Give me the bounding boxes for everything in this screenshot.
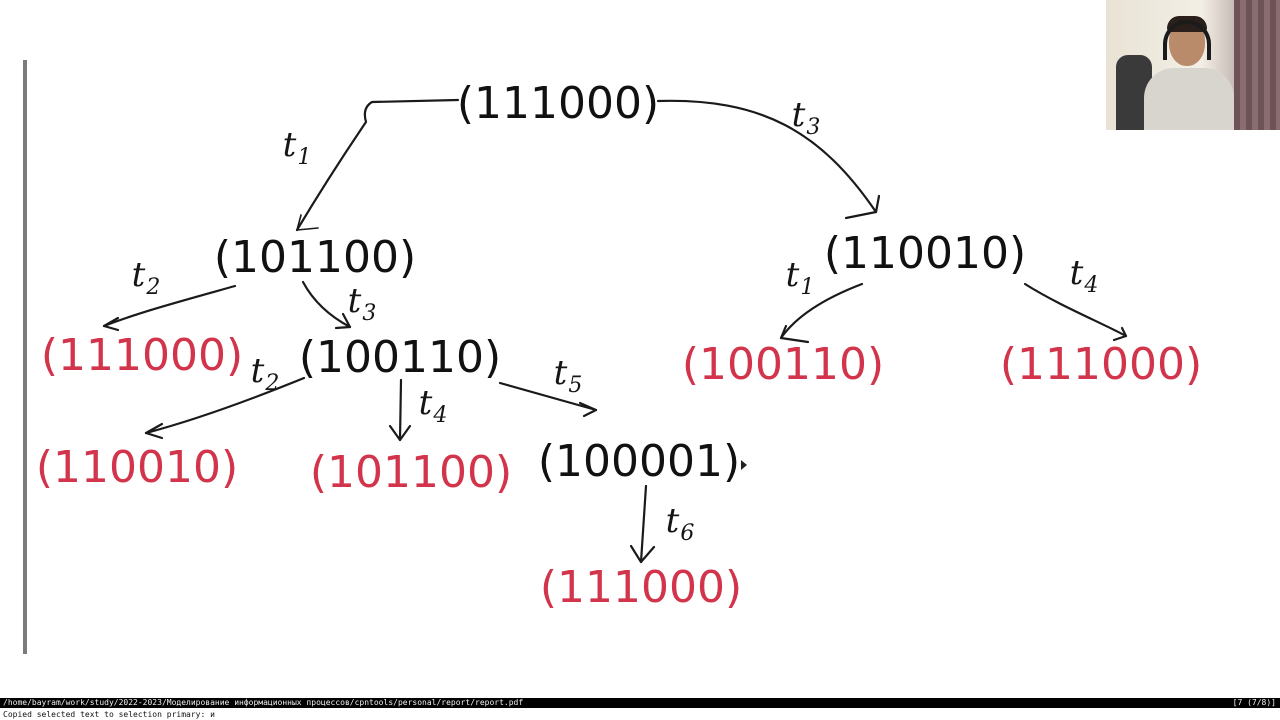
edge-101100-to-111000 — [102, 284, 237, 328]
edge-label-t4: t4 — [1069, 253, 1099, 298]
leaf-111000: (111000) — [999, 339, 1203, 390]
edge-100110-to-101100 — [398, 378, 403, 442]
leaf-101100: (101100) — [309, 447, 513, 498]
command-message: Copied selected text to selection primar… — [3, 710, 215, 719]
node-110010: (110010) — [823, 228, 1027, 279]
person-shirt — [1144, 68, 1234, 130]
leaf-100110: (100110) — [681, 339, 885, 390]
edge-label-t1: t1 — [785, 255, 815, 300]
edge-label-t3: t3 — [347, 281, 377, 326]
arrowhead — [629, 544, 656, 564]
edge-110010-to-100110 — [779, 282, 864, 340]
node-100110: (100110) — [298, 332, 502, 383]
file-path: /home/bayram/work/study/2022-2023/Модели… — [3, 698, 524, 707]
leaf-111000: (111000) — [40, 330, 244, 381]
webcam-overlay — [1106, 0, 1280, 130]
node-root: (111000) — [456, 78, 660, 129]
edge-label-t3: t3 — [791, 95, 821, 140]
arrowhead — [334, 312, 352, 330]
arrowhead — [102, 316, 120, 332]
edge-110010-to-111000 — [1023, 282, 1128, 338]
page-indicator: [7 (7/8)] — [1232, 698, 1276, 707]
edge-label-t1: t1 — [282, 125, 312, 170]
edge-100110-to-110010 — [144, 376, 306, 435]
arrowhead — [388, 424, 412, 442]
edge-100110-to-100001 — [498, 381, 598, 412]
arrowhead — [578, 401, 598, 418]
arrowhead — [296, 214, 319, 231]
arrowhead — [844, 194, 881, 220]
edge-100001-to-111000 — [639, 484, 648, 564]
leaf-110010: (110010) — [35, 442, 239, 493]
edge-label-t5: t5 — [553, 353, 583, 398]
viewer-statusbar: /home/bayram/work/study/2022-2023/Модели… — [0, 698, 1280, 708]
arrowhead — [144, 422, 164, 440]
headphones-icon — [1163, 20, 1211, 60]
arrowhead — [1112, 326, 1128, 342]
edge-root-to-110010 — [656, 99, 878, 214]
document-page-edge — [23, 60, 27, 654]
edge-root-to-101100 — [295, 98, 460, 232]
edge-label-t6: t6 — [665, 501, 695, 546]
node-101100: (101100) — [213, 232, 417, 283]
leaf-111000: (111000) — [539, 562, 743, 613]
arrowhead — [779, 324, 810, 344]
edge-label-t2: t2 — [250, 351, 280, 396]
edge-label-t4: t4 — [418, 383, 448, 428]
edge-101100-to-100110 — [301, 280, 352, 329]
node-100001: (100001) — [537, 436, 741, 487]
edge-label-t2: t2 — [131, 255, 161, 300]
curtain — [1234, 0, 1280, 130]
mouse-cursor-icon — [741, 460, 747, 470]
